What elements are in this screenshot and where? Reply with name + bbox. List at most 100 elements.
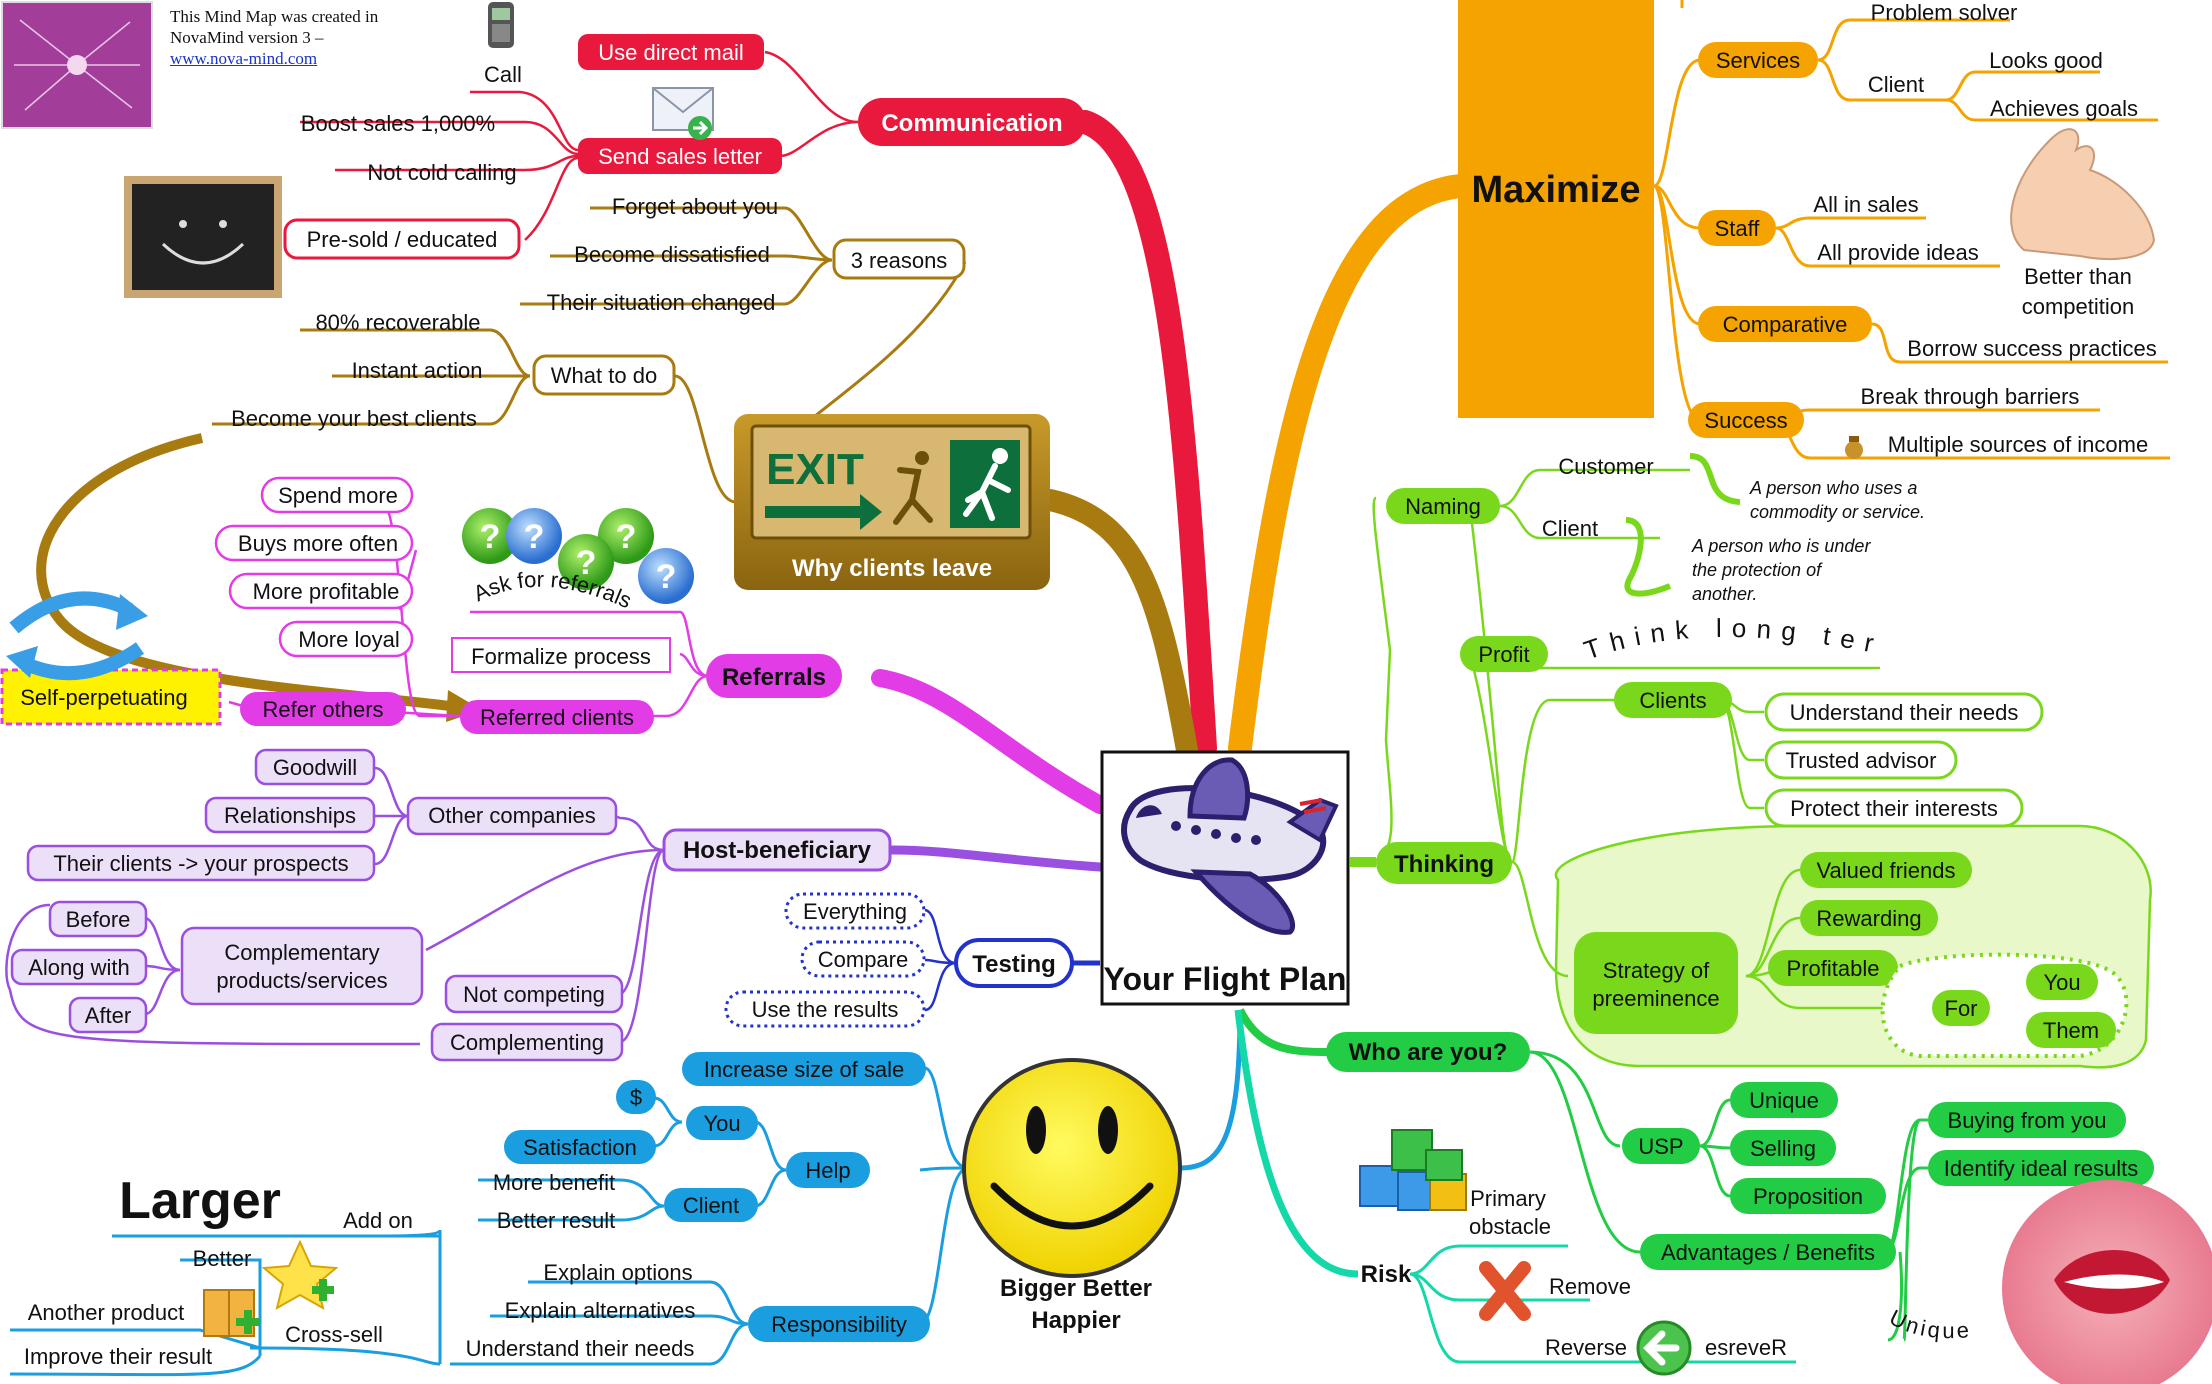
referrals-node[interactable]: [706, 654, 842, 698]
use-direct-mail-node[interactable]: [578, 34, 764, 70]
you-node[interactable]: [686, 1106, 758, 1140]
buying-from-you-node[interactable]: [1928, 1102, 2126, 1138]
who-node[interactable]: [1326, 1032, 1530, 1072]
along-with-label: Along with: [28, 955, 130, 980]
relationships-node[interactable]: [204, 796, 376, 834]
valued-friends-label: Valued friends: [1816, 858, 1955, 883]
identify-results-node[interactable]: [1928, 1150, 2154, 1186]
strategy-label-1: Strategy of: [1603, 958, 1710, 983]
you-node-thinking[interactable]: [2026, 964, 2098, 1000]
svg-text:?: ?: [576, 544, 597, 582]
use-results-node[interactable]: [724, 990, 926, 1028]
problem-solver-label: Problem solver: [1871, 0, 2018, 25]
after-node[interactable]: [68, 996, 148, 1034]
prospects-node[interactable]: [26, 844, 376, 882]
naming-node[interactable]: [1386, 488, 1500, 524]
not-cold-calling-label: Not cold calling: [367, 160, 516, 185]
question-marks-icon: ??? ??: [462, 508, 694, 604]
more-loyal-label: More loyal: [298, 627, 399, 652]
central-node[interactable]: Your Flight Plan: [1100, 750, 1350, 1006]
envelope-icon: [652, 87, 714, 140]
referred-clients-node[interactable]: [460, 700, 654, 734]
credit-line-2: NovaMind version 3 –: [170, 28, 324, 47]
thinking-node[interactable]: [1376, 842, 1512, 884]
achieves-goals-label: Achieves goals: [1990, 96, 2138, 121]
spend-more-node[interactable]: [260, 476, 414, 514]
responsibility-node[interactable]: [748, 1306, 930, 1342]
goodwill-node[interactable]: [254, 748, 376, 786]
other-companies-node[interactable]: [406, 796, 618, 836]
more-loyal-node[interactable]: [278, 620, 414, 658]
borrow-label: Borrow success practices: [1907, 336, 2156, 361]
not-competing-node[interactable]: [444, 974, 624, 1014]
reverse-mirror-label: esreveR: [1705, 1335, 1787, 1360]
buys-more-node[interactable]: [214, 524, 414, 562]
valued-friends-node[interactable]: [1800, 852, 1972, 888]
primary-label-2: obstacle: [1469, 1214, 1551, 1239]
clients-node[interactable]: [1614, 682, 1732, 718]
host-node[interactable]: [662, 828, 892, 872]
understand-needs-node[interactable]: [1764, 692, 2044, 732]
testing-node[interactable]: [954, 938, 1074, 988]
refer-others-node[interactable]: [240, 692, 406, 726]
services-label: Services: [1716, 48, 1800, 73]
profit-node[interactable]: [1460, 636, 1548, 672]
svg-text:?: ?: [480, 518, 501, 556]
usp-node[interactable]: [1622, 1128, 1700, 1164]
more-profitable-node[interactable]: [228, 572, 414, 610]
proposition-node[interactable]: [1730, 1178, 1886, 1214]
help-label: Help: [805, 1158, 850, 1183]
risk-label: Risk: [1361, 1261, 1412, 1288]
strategy-node[interactable]: [1574, 932, 1738, 1034]
refresh-arrows-icon: [6, 591, 148, 681]
before-node[interactable]: [48, 900, 148, 938]
for-label: For: [1945, 996, 1978, 1021]
remove-label: Remove: [1549, 1274, 1631, 1299]
communication-node[interactable]: [858, 98, 1086, 146]
staff-node[interactable]: [1698, 210, 1776, 246]
credit-link[interactable]: www.nova-mind.com: [170, 49, 318, 68]
use-direct-mail-label: Use direct mail: [598, 40, 743, 65]
advantages-node[interactable]: [1640, 1234, 1896, 1270]
rewarding-node[interactable]: [1800, 900, 1938, 936]
everything-node[interactable]: [784, 892, 926, 930]
formalize-label: Formalize process: [471, 644, 651, 669]
presold-node[interactable]: [283, 218, 521, 260]
services-node[interactable]: [1698, 42, 1818, 78]
for-node[interactable]: [1932, 990, 1990, 1026]
satisfaction-node[interactable]: [504, 1130, 656, 1164]
what-to-do-node[interactable]: [532, 354, 676, 396]
comparative-node[interactable]: [1698, 306, 1872, 342]
primary-label-1: Primary: [1470, 1186, 1546, 1211]
better-than-label-2: competition: [2022, 294, 2135, 319]
success-node[interactable]: [1688, 402, 1804, 438]
complementing-node[interactable]: [430, 1022, 624, 1062]
profitable-node[interactable]: [1768, 950, 1898, 986]
all-provide-ideas-label: All provide ideas: [1817, 240, 1978, 265]
dollar-node[interactable]: [616, 1080, 656, 1114]
think-client-label: Client: [1542, 516, 1598, 541]
trusted-advisor-node[interactable]: [1764, 740, 1958, 780]
send-sales-letter-node[interactable]: [578, 138, 782, 174]
maximize-node[interactable]: [1458, 0, 1654, 418]
relationships-label: Relationships: [224, 803, 356, 828]
unique-node[interactable]: [1730, 1082, 1838, 1118]
them-node[interactable]: [2026, 1012, 2116, 1048]
three-reasons-node[interactable]: [832, 238, 966, 280]
protect-interests-node[interactable]: [1764, 788, 2024, 828]
svg-text:?: ?: [524, 518, 545, 556]
help-node[interactable]: [786, 1152, 870, 1188]
formalize-node[interactable]: [451, 637, 671, 673]
complementary-node[interactable]: [180, 926, 424, 1006]
feedback-arrow: [36, 433, 451, 711]
you-label: You: [703, 1111, 740, 1136]
increase-size-node[interactable]: [682, 1052, 926, 1086]
compare-node[interactable]: [800, 940, 926, 978]
referred-clients-label: Referred clients: [480, 705, 634, 730]
complementary-label-1: Complementary: [224, 940, 379, 965]
along-with-node[interactable]: [10, 948, 148, 986]
selling-node[interactable]: [1730, 1130, 1836, 1166]
self-perpetuating-node[interactable]: [0, 668, 222, 726]
client-node[interactable]: [664, 1188, 758, 1222]
